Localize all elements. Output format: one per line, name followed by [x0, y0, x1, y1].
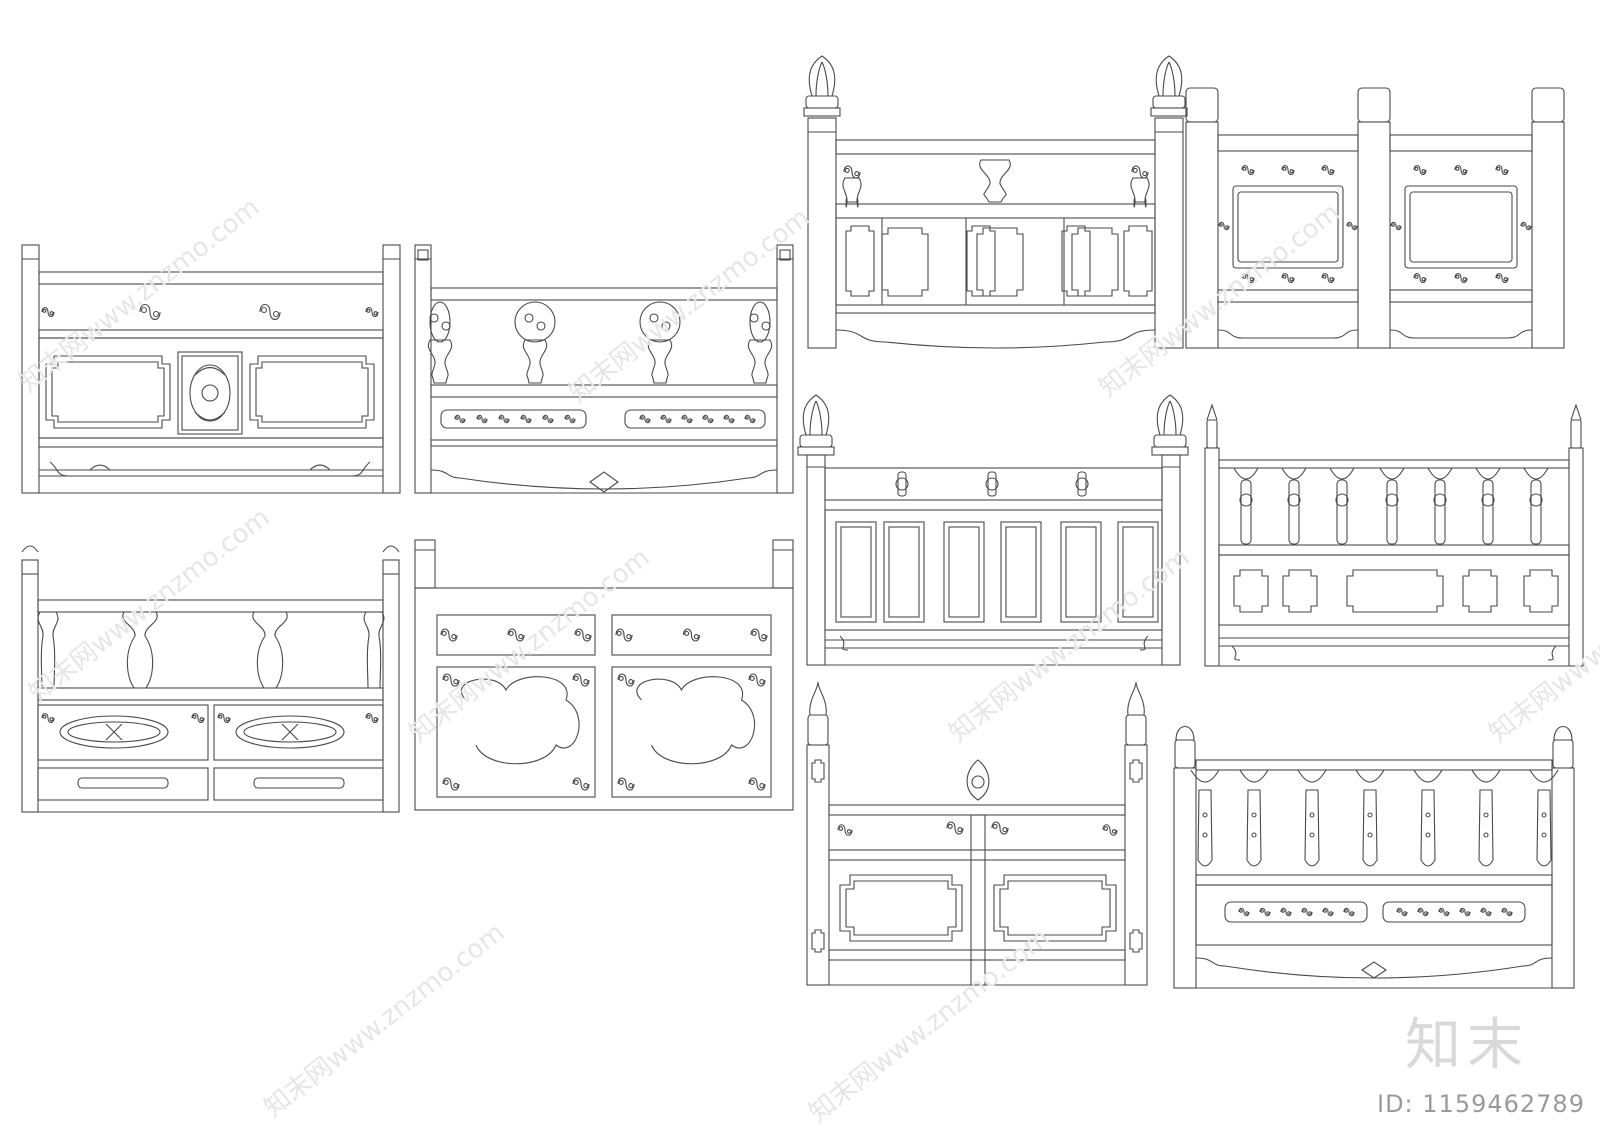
balustrade-panel-3 — [803, 55, 1188, 349]
balustrade-panel-9 — [806, 681, 1148, 986]
balustrade-panel-8 — [1204, 403, 1584, 667]
balustrade-panel-1 — [21, 244, 401, 494]
watermark-logo: 知末 — [1405, 1013, 1529, 1078]
balustrade-panel-4 — [1185, 87, 1565, 349]
balustrade-panel-2 — [414, 244, 794, 494]
balustrade-panel-5 — [21, 545, 400, 813]
balustrade-panel-6 — [414, 539, 794, 811]
balustrade-panel-7 — [797, 394, 1189, 666]
watermark-id: ID: 1159462789 — [1377, 1090, 1585, 1118]
balustrade-panel-10 — [1173, 725, 1575, 989]
